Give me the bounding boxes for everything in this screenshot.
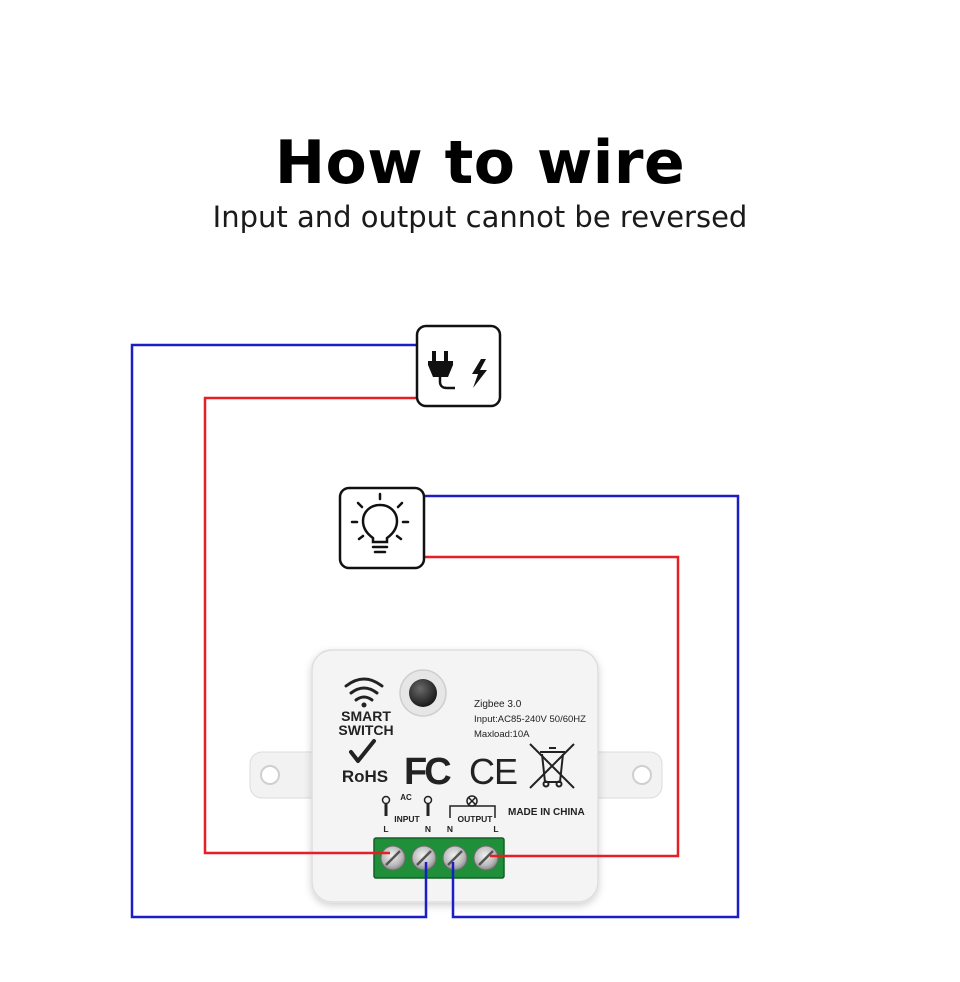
- power-source-box: [415, 324, 502, 408]
- rohs-label: RoHS: [342, 767, 388, 786]
- neutral-wire-input: [130, 343, 428, 919]
- live-wire-input: [203, 396, 417, 855]
- terminal-label-output-l: L: [493, 824, 498, 834]
- terminal-label-input-n: N: [425, 824, 431, 834]
- terminal-block: [373, 837, 505, 879]
- light-bulb-box: [338, 486, 426, 570]
- spec-line-1: Zigbee 3.0: [474, 699, 522, 710]
- brand-line-2: SWITCH: [338, 722, 393, 738]
- output-label: OUTPUT: [458, 814, 494, 824]
- live-wire-output: [424, 555, 680, 858]
- output-bracket: [449, 795, 496, 818]
- terminal-label-input-l: L: [383, 824, 388, 834]
- lightning-icon: [472, 359, 487, 388]
- input-symbols: [381, 795, 433, 816]
- page-title: How to wire: [274, 128, 686, 198]
- checkmark-icon: [349, 739, 376, 763]
- page-subtitle: Input and output cannot be reversed: [212, 200, 748, 234]
- plug-icon: [428, 351, 455, 390]
- ac-label: AC: [400, 793, 412, 802]
- wifi-icon: [344, 677, 384, 708]
- terminal-screw: [473, 845, 499, 871]
- rohs-mark: RoHS: [342, 739, 388, 786]
- neutral-wire-output: [424, 494, 740, 919]
- terminal-screw: [380, 845, 406, 871]
- input-label: INPUT: [394, 814, 420, 824]
- fcc-mark: FC: [404, 751, 451, 793]
- brand-line-1: SMART: [341, 708, 391, 724]
- terminal-label-output-n: N: [447, 824, 453, 834]
- spec-line-2: Input:AC85-240V 50/60HZ: [474, 714, 586, 725]
- weee-bin-icon: [529, 743, 575, 789]
- terminal-screw: [411, 845, 437, 871]
- ce-mark: CE: [469, 751, 517, 792]
- spec-line-3: Maxload:10A: [474, 729, 530, 740]
- pairing-button[interactable]: [399, 669, 447, 717]
- light-bulb-icon: [350, 492, 410, 554]
- made-in-label: MADE IN CHINA: [508, 807, 585, 818]
- terminal-screw: [442, 845, 468, 871]
